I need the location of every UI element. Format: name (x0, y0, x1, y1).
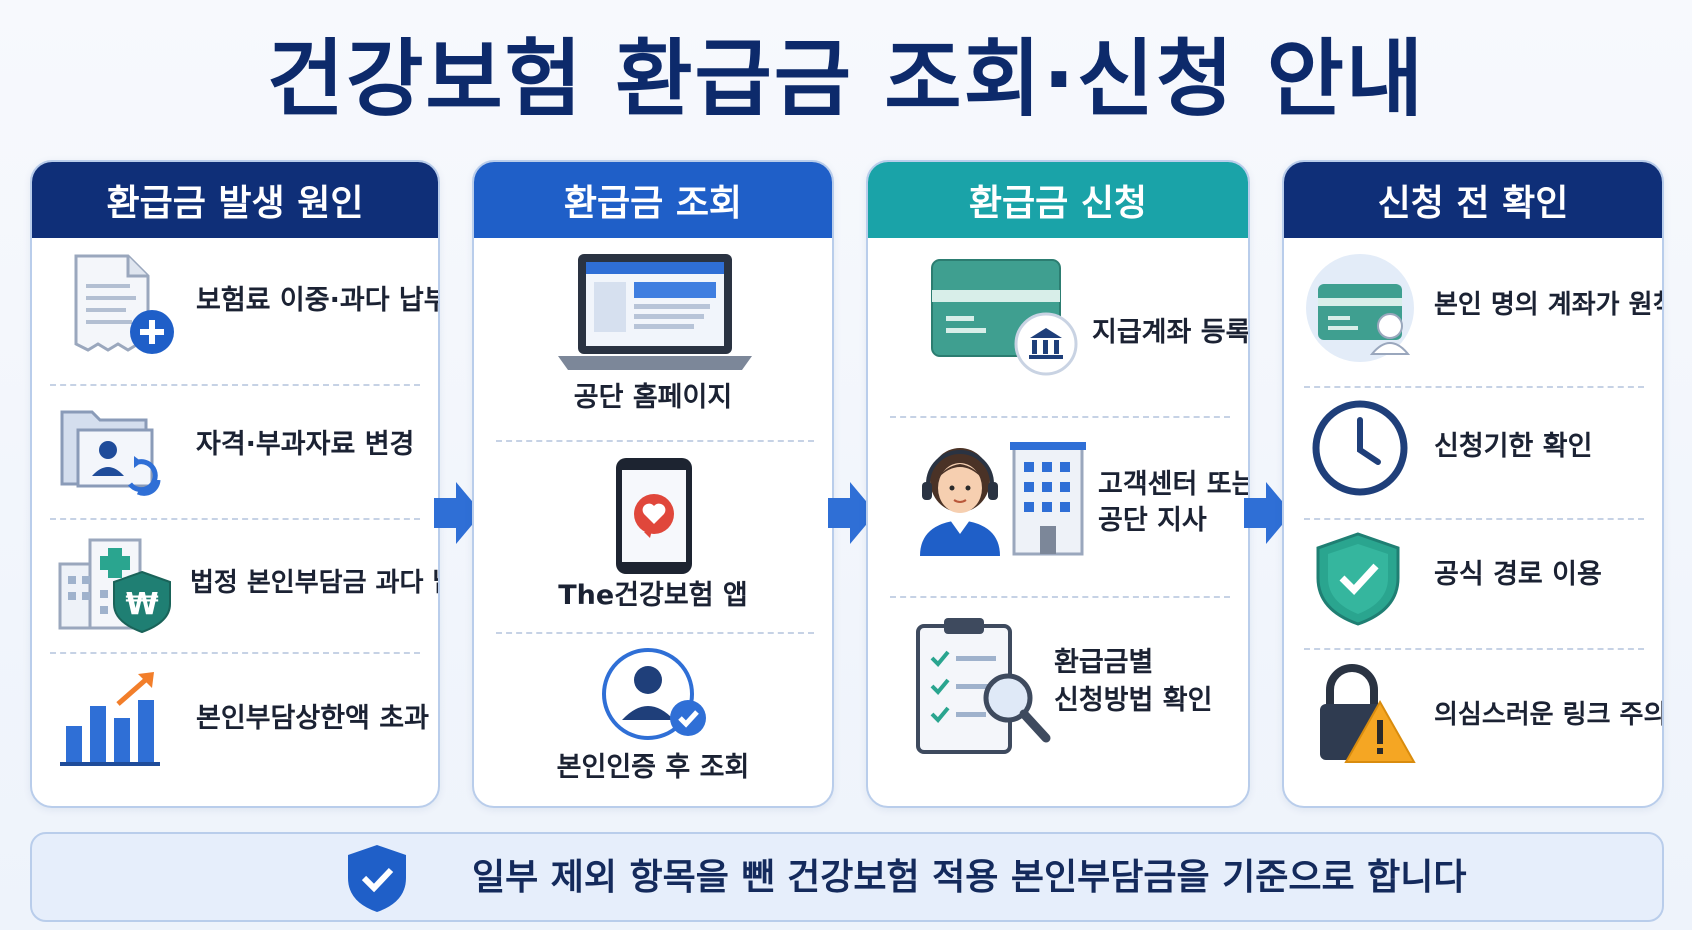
divider (1304, 386, 1644, 388)
item-label: 본인인증 후 조회 (556, 752, 750, 783)
divider (890, 416, 1230, 418)
divider (496, 632, 814, 634)
item-label: 법정 본인부담금 과다 납부 (190, 568, 438, 598)
list-item: 자격·부과자료 변경 (32, 402, 438, 512)
laptop-icon (558, 254, 752, 370)
divider (50, 384, 420, 386)
item-label: 지급계좌 등록 (1092, 317, 1250, 348)
list-item: 환급금별 신청방법 확인 (868, 614, 1248, 774)
list-item: 고객센터 또는 공단 지사 (868, 438, 1248, 578)
list-item: 본인 명의 계좌가 원칙 (1284, 252, 1662, 372)
shield-check-icon (348, 845, 406, 912)
item-label: 보험료 이중·과다 납부 (196, 285, 440, 316)
arrow-right-icon (434, 482, 482, 544)
smartphone-heart-icon (616, 458, 692, 574)
page-title: 건강보험 환급금 조회·신청 안내 (266, 30, 1426, 128)
footer-banner: 일부 제외 항목을 뺀 건강보험 적용 본인부담금을 기준으로 합니다 (30, 832, 1664, 922)
item-label: 의심스러운 링크 주의 (1434, 700, 1664, 730)
card-header: 환급금 발생 원인 (32, 162, 438, 238)
list-item: 공식 경로 이용 (1284, 530, 1662, 640)
card-bank-icon (931, 259, 1078, 376)
arrow-right-icon (1244, 482, 1292, 544)
shield-check-icon (1316, 532, 1400, 626)
item-label: 공식 경로 이용 (1434, 559, 1602, 590)
clipboard-search-icon (916, 618, 1051, 754)
arrow-right-icon (828, 482, 876, 544)
divider (1304, 518, 1644, 520)
list-item: 지급계좌 등록 (868, 256, 1248, 396)
list-item: 공단 홈페이지 (474, 250, 832, 430)
card-user-icon (1306, 254, 1414, 362)
card-refund-causes: 환급금 발생 원인 보험료 이중·과다 납부 자격·부과자료 변경 (30, 160, 440, 808)
item-label: 공단 홈페이지 (573, 382, 733, 413)
svg-text:₩: ₩ (125, 587, 158, 622)
divider (50, 652, 420, 654)
card-header: 환급금 조회 (474, 162, 832, 238)
list-item: 보험료 이중·과다 납부 (32, 252, 438, 362)
item-label-line1: 환급금별 (1054, 647, 1154, 678)
item-label: 신청기한 확인 (1434, 431, 1593, 462)
divider (496, 440, 814, 442)
list-item: The건강보험 앱 (474, 454, 832, 624)
list-item: 본인인증 후 조회 (474, 646, 832, 796)
item-label-line2: 신청방법 확인 (1054, 685, 1213, 716)
item-label-line1: 고객센터 또는 (1098, 469, 1250, 500)
user-check-icon (602, 648, 706, 740)
card-refund-apply: 환급금 신청 지급계좌 등록 (866, 160, 1250, 808)
card-refund-lookup: 환급금 조회 공단 홈페이지 The건강보험 앱 (472, 160, 834, 808)
banner-text: 일부 제외 항목을 뺀 건강보험 적용 본인부담금을 기준으로 합니다 (472, 857, 1467, 898)
document-plus-icon (74, 254, 174, 354)
item-label: The건강보험 앱 (558, 580, 748, 611)
card-header: 신청 전 확인 (1284, 162, 1662, 238)
divider (890, 596, 1230, 598)
item-label: 본인 명의 계좌가 원칙 (1434, 290, 1664, 320)
clock-icon (1312, 400, 1408, 496)
folder-user-refresh-icon (60, 410, 161, 496)
item-label: 본인부담상한액 초과 (196, 703, 429, 734)
agent-building-icon (920, 442, 1086, 556)
divider (1304, 648, 1644, 650)
card-pre-apply-check: 신청 전 확인 본인 명의 계좌가 원칙 신청기한 확인 공식 경로 이용 (1282, 160, 1664, 808)
card-header: 환급금 신청 (868, 162, 1248, 238)
hospital-won-shield-icon: ₩ (58, 538, 171, 634)
list-item: ₩ 법정 본인부담금 과다 납부 (32, 534, 438, 644)
list-item: 신청기한 확인 (1284, 398, 1662, 508)
divider (50, 518, 420, 520)
list-item: 본인부담상한액 초과 (32, 670, 438, 780)
lock-warning-icon (1320, 664, 1416, 763)
bar-chart-up-icon (60, 672, 160, 766)
list-item: 의심스러운 링크 주의 (1284, 662, 1662, 782)
item-label-line2: 공단 지사 (1098, 505, 1207, 536)
item-label: 자격·부과자료 변경 (196, 429, 415, 460)
